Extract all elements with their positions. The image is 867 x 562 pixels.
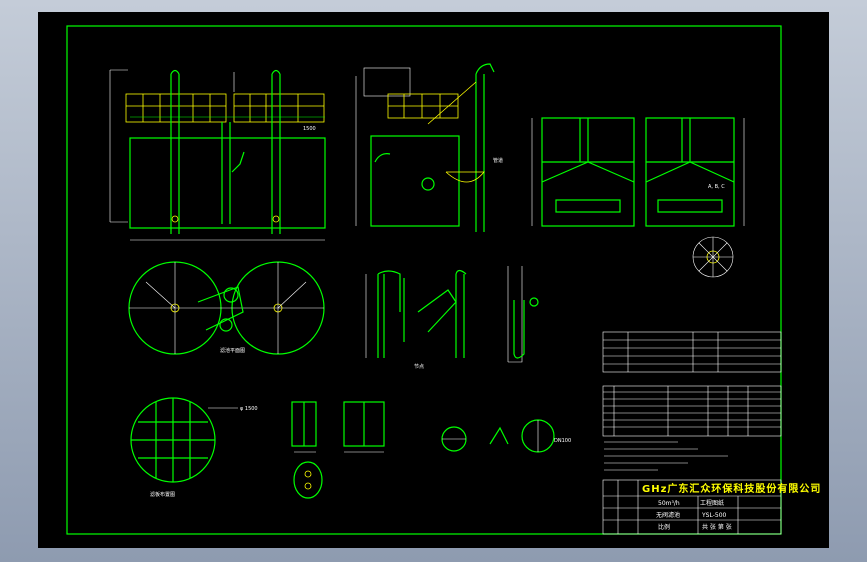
plate-caption: 滤板布置图 <box>150 491 175 498</box>
notes-block <box>604 441 728 471</box>
drawing-name: 工程图纸 <box>700 499 724 507</box>
plan-view[interactable]: 滤池平面图 <box>128 261 325 355</box>
scale-label: 比例 <box>658 523 670 531</box>
pipe-detail-views[interactable]: 节点 <box>365 266 539 370</box>
svg-text:φ 1500: φ 1500 <box>240 406 258 412</box>
drawing-canvas[interactable]: 1500 管道 <box>38 12 829 548</box>
front-elevation-view[interactable]: 1500 <box>109 69 326 241</box>
svg-text:DN100: DN100 <box>554 438 571 444</box>
outer-frame <box>66 25 782 535</box>
filter-plate-view[interactable]: φ 1500 滤板布置图 <box>130 397 258 498</box>
drawing-sheet[interactable]: 1500 管道 <box>38 12 829 548</box>
technical-table <box>602 331 782 373</box>
pipe-detail-caption: 节点 <box>414 364 424 370</box>
side-elevation-view[interactable]: 管道 <box>355 63 503 232</box>
sheet-label: 共 张 第 张 <box>702 523 732 531</box>
title-block: GHz广东汇众环保科技股份有限公司 50m³/h 工程图纸 无阀滤池 YSL-5… <box>602 479 821 535</box>
drawing-number: YSL-500 <box>701 512 727 519</box>
capacity-label: 50m³/h <box>658 500 680 507</box>
plan-view-caption: 滤池平面图 <box>220 347 245 354</box>
svg-text:管道: 管道 <box>493 157 503 164</box>
section-views-right[interactable]: A, B, C <box>531 117 745 227</box>
equipment-name: 无阀滤池 <box>656 511 680 519</box>
company-name: GHz广东汇众环保科技股份有限公司 <box>642 482 821 495</box>
svg-text:A, B, C: A, B, C <box>708 184 725 190</box>
circle-detail-views[interactable]: DN100 <box>441 419 571 453</box>
parts-list-table <box>602 385 782 437</box>
svg-text:1500: 1500 <box>303 126 316 132</box>
tank-detail-views[interactable] <box>291 401 385 499</box>
star-detail-view[interactable] <box>692 236 734 278</box>
